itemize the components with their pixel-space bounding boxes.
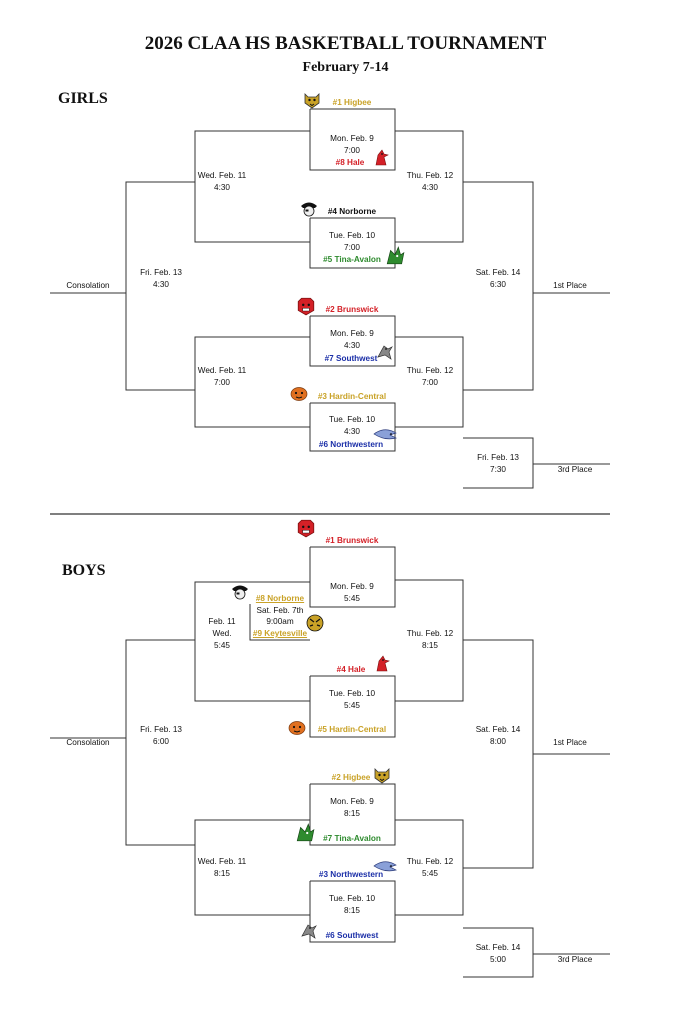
boys-cons-day: Fri. Feb. 13 <box>140 725 182 734</box>
eagle-mascot-icon <box>373 861 397 872</box>
boys-team-4: #4 Hale <box>336 665 366 674</box>
tiger-stripe-mascot-icon <box>306 614 324 632</box>
cardinal-mascot-icon <box>376 655 390 672</box>
bulldog-mascot-icon <box>297 519 315 538</box>
girls-third-time: 7:30 <box>490 465 506 474</box>
girls-lose1-day: Wed. Feb. 11 <box>197 171 247 180</box>
girls-third-day: Fri. Feb. 13 <box>477 453 519 462</box>
boys-game3-day: Mon. Feb. 9 <box>330 797 374 806</box>
boys-lose2-time: 8:15 <box>214 869 230 878</box>
girls-team-4: #4 Norborne <box>327 207 377 216</box>
bulldog-mascot-icon <box>297 297 315 316</box>
boys-win2-day: Thu. Feb. 12 <box>406 857 454 866</box>
girls-game1-day: Mon. Feb. 9 <box>330 134 374 143</box>
girls-cons-day: Fri. Feb. 13 <box>140 268 182 277</box>
girls-game4-day: Tue. Feb. 10 <box>328 415 376 424</box>
girls-final-day: Sat. Feb. 14 <box>475 268 521 277</box>
pirate-mascot-icon <box>301 202 317 217</box>
boys-win2-time: 5:45 <box>422 869 438 878</box>
boys-playin-time: 9:00am <box>266 617 294 626</box>
girls-game3-day: Mon. Feb. 9 <box>330 329 374 338</box>
girls-lose1-time: 4:30 <box>214 183 230 192</box>
girls-first-place-label: 1st Place <box>553 281 587 290</box>
girls-game1-time: 7:00 <box>344 146 360 155</box>
eagle-mascot-icon <box>373 429 397 440</box>
boys-third-place-label: 3rd Place <box>557 955 593 964</box>
falcon-mascot-icon <box>377 345 393 360</box>
boys-game1-day: Mon. Feb. 9 <box>330 582 374 591</box>
girls-team-8: #8 Hale <box>335 158 365 167</box>
girls-team-6: #6 Northwestern <box>318 440 384 449</box>
boys-consolation-label: Consolation <box>66 738 110 747</box>
girls-game4-time: 4:30 <box>344 427 360 436</box>
boys-game4-time: 8:15 <box>344 906 360 915</box>
girls-third-place-label: 3rd Place <box>557 465 593 474</box>
dragon-mascot-icon <box>386 246 405 265</box>
boys-win1-time: 8:15 <box>422 641 438 650</box>
girls-lose2-time: 7:00 <box>214 378 230 387</box>
girls-team-1: #1 Higbee <box>332 98 372 107</box>
girls-team-7: #7 Southwest <box>324 354 378 363</box>
boys-team-8: #8 Norborne <box>255 594 305 603</box>
boys-win1-day: Thu. Feb. 12 <box>406 629 454 638</box>
boys-game1-time: 5:45 <box>344 594 360 603</box>
boys-section-label: BOYS <box>62 562 106 579</box>
tiger-mascot-icon <box>304 93 320 109</box>
boys-game4-day: Tue. Feb. 10 <box>328 894 376 903</box>
boys-team-9: #9 Keytesville <box>252 629 308 638</box>
girls-game2-time: 7:00 <box>344 243 360 252</box>
girls-win1-day: Thu. Feb. 12 <box>406 171 454 180</box>
boys-game3-time: 8:15 <box>344 809 360 818</box>
boys-lose1-time: 5:45 <box>214 641 230 650</box>
tiger-mascot-icon <box>374 768 390 784</box>
boys-third-time: 5:00 <box>490 955 506 964</box>
boys-team-2: #2 Higbee <box>331 773 371 782</box>
girls-lose2-day: Wed. Feb. 11 <box>197 366 247 375</box>
boys-lose2-day: Wed. Feb. 11 <box>197 857 247 866</box>
dragon-mascot-icon <box>296 823 315 842</box>
girls-win2-day: Thu. Feb. 12 <box>406 366 454 375</box>
panther-mascot-icon <box>288 721 306 735</box>
girls-consolation-label: Consolation <box>66 281 110 290</box>
girls-section-label: GIRLS <box>58 90 108 107</box>
girls-cons-time: 4:30 <box>153 280 169 289</box>
boys-team-1: #1 Brunswick <box>325 536 379 545</box>
boys-team-5: #5 Hardin-Central <box>317 725 387 734</box>
cardinal-mascot-icon <box>375 149 389 166</box>
pirate-mascot-icon <box>232 585 248 600</box>
girls-team-5: #5 Tina-Avalon <box>323 255 381 264</box>
boys-game2-day: Tue. Feb. 10 <box>328 689 376 698</box>
boys-team-6: #6 Southwest <box>325 931 379 940</box>
boys-lose1-line2: Wed. <box>212 629 232 638</box>
boys-game2-time: 5:45 <box>344 701 360 710</box>
page-subtitle: February 7-14 <box>302 60 389 75</box>
boys-first-place-label: 1st Place <box>553 738 587 747</box>
girls-win1-time: 4:30 <box>422 183 438 192</box>
panther-mascot-icon <box>290 387 308 401</box>
page-title: 2026 CLAA HS BASKETBALL TOURNAMENT <box>144 33 547 54</box>
girls-team-3: #3 Hardin-Central <box>317 392 387 401</box>
boys-final-day: Sat. Feb. 14 <box>475 725 521 734</box>
boys-third-day: Sat. Feb. 14 <box>475 943 521 952</box>
boys-team-7: #7 Tina-Avalon <box>323 834 381 843</box>
boys-final-time: 8:00 <box>490 737 506 746</box>
boys-playin-day: Sat. Feb. 7th <box>256 606 304 615</box>
girls-game3-time: 4:30 <box>344 341 360 350</box>
falcon-mascot-icon <box>301 924 317 939</box>
boys-team-3: #3 Northwestern <box>318 870 384 879</box>
boys-lose1-line1: Feb. 11 <box>208 617 236 626</box>
boys-cons-time: 6:00 <box>153 737 169 746</box>
girls-final-time: 6:30 <box>490 280 506 289</box>
girls-win2-time: 7:00 <box>422 378 438 387</box>
girls-team-2: #2 Brunswick <box>325 305 379 314</box>
girls-game2-day: Tue. Feb. 10 <box>328 231 376 240</box>
